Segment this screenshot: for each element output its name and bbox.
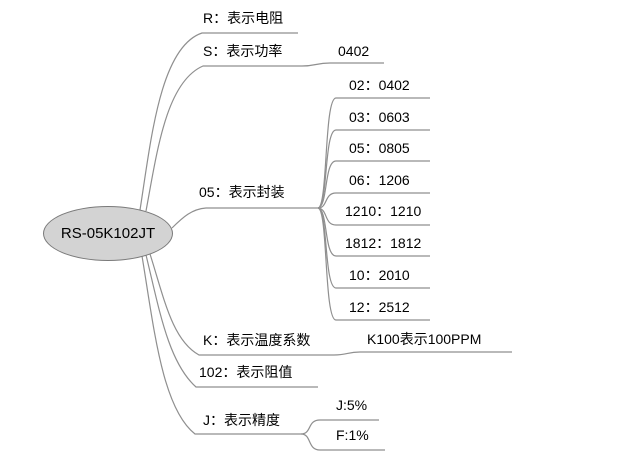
node-s-power[interactable]: S：表示功率 bbox=[203, 43, 283, 59]
connector-05-to-03 bbox=[317, 129, 430, 209]
root-node[interactable]: RS-05K102JT bbox=[43, 206, 173, 261]
node-r-resistance[interactable]: R：表示电阻 bbox=[203, 10, 284, 26]
connector-j-to-f1 bbox=[300, 433, 385, 451]
node-package-05-0805[interactable]: 05：0805 bbox=[349, 140, 410, 156]
connector-05-to-06 bbox=[317, 192, 430, 209]
node-j-precision[interactable]: J：表示精度 bbox=[203, 412, 280, 428]
node-package-10-2010[interactable]: 10：2010 bbox=[349, 267, 410, 283]
node-package-1812-1812[interactable]: 1812：1812 bbox=[345, 235, 422, 251]
connector-root-to-102 bbox=[145, 254, 318, 388]
node-package-1210-1210[interactable]: 1210：1210 bbox=[345, 203, 422, 219]
connector-root-to-s-0402 bbox=[145, 62, 384, 212]
connector-root-to-r bbox=[139, 32, 298, 211]
connector-root-to-05 bbox=[171, 207, 318, 229]
connector-05-to-12 bbox=[317, 207, 430, 321]
node-precision-f1[interactable]: F:1% bbox=[336, 427, 369, 443]
node-k-temp-coefficient[interactable]: K：表示温度系数 bbox=[203, 332, 311, 348]
connector-root-to-j bbox=[141, 255, 301, 435]
node-package-12-2512[interactable]: 12：2512 bbox=[349, 299, 410, 315]
node-k100-100ppm[interactable]: K100表示100PPM bbox=[367, 331, 482, 347]
connector-j-to-j5 bbox=[300, 419, 379, 435]
node-102-resistance-value[interactable]: 102：表示阻值 bbox=[199, 364, 293, 380]
node-package-06-1206[interactable]: 06：1206 bbox=[349, 172, 410, 188]
node-s-child-0402[interactable]: 0402 bbox=[338, 43, 370, 59]
connector-root-to-k-k100 bbox=[149, 253, 512, 356]
node-05-package[interactable]: 05：表示封装 bbox=[199, 184, 285, 200]
connector-05-to-05 bbox=[317, 160, 430, 209]
node-package-02-0402[interactable]: 02：0402 bbox=[349, 77, 410, 93]
connector-05-to-02 bbox=[317, 97, 430, 209]
node-package-03-0603[interactable]: 03：0603 bbox=[349, 109, 410, 125]
node-precision-j5[interactable]: J:5% bbox=[336, 397, 368, 413]
